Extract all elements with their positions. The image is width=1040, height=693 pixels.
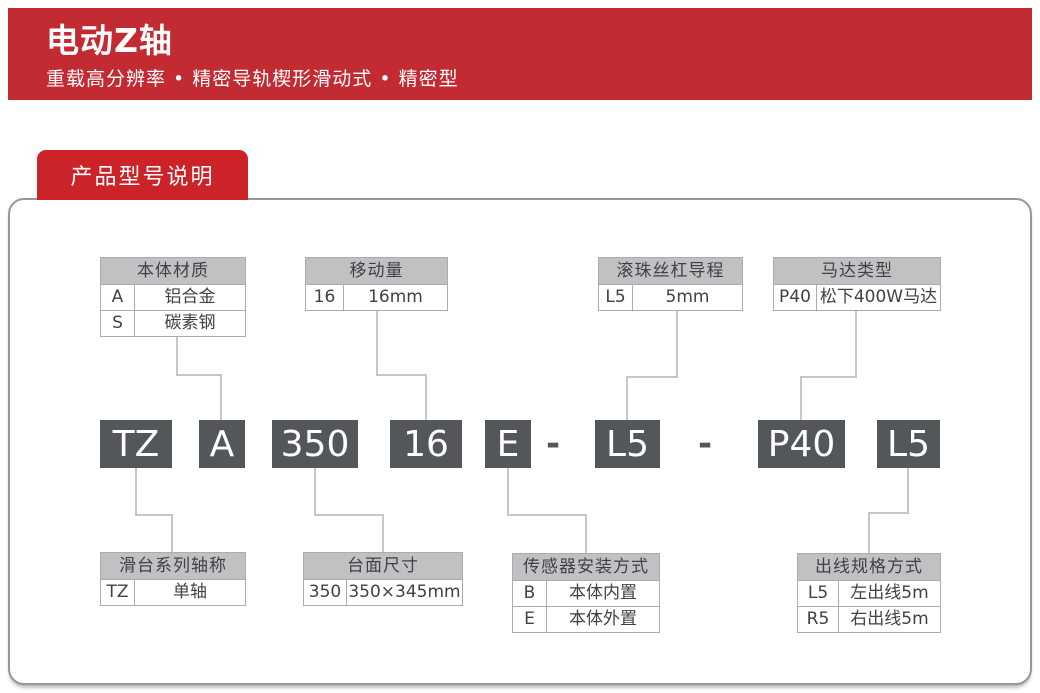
code-cell: L5 bbox=[798, 581, 839, 606]
code-cell: P40 bbox=[774, 285, 817, 310]
value-cell: 左出线5m bbox=[850, 583, 929, 603]
model-segment-material: A bbox=[199, 420, 245, 468]
table-row: B 本体内置 bbox=[513, 580, 659, 606]
model-segment-series: TZ bbox=[100, 420, 172, 468]
value-cell: 本体内置 bbox=[569, 583, 637, 603]
value-cell: 铝合金 bbox=[164, 287, 216, 307]
model-segment-motor: P40 bbox=[758, 420, 845, 468]
code-cell: B bbox=[513, 581, 547, 606]
spec-table-title: 移动量 bbox=[306, 258, 447, 284]
value-cell: 16mm bbox=[368, 287, 423, 307]
model-code-dash: - bbox=[697, 424, 713, 464]
spec-table-body-material: 本体材质 A 铝合金 S 碳素钢 bbox=[100, 257, 246, 337]
table-row: 16 16mm bbox=[306, 284, 447, 310]
value-cell: 单轴 bbox=[173, 582, 207, 602]
spec-table-sensor-mount: 传感器安装方式 B 本体内置 E 本体外置 bbox=[512, 553, 660, 633]
spec-table-screw-lead: 滚珠丝杠导程 L5 5mm bbox=[598, 257, 743, 311]
section-tab-label: 产品型号说明 bbox=[70, 165, 215, 190]
model-segment-cable: L5 bbox=[877, 420, 940, 468]
code-cell: TZ bbox=[101, 580, 135, 605]
code-cell: R5 bbox=[798, 607, 839, 632]
value-cell: 松下400W马达 bbox=[819, 287, 938, 307]
code-cell: 16 bbox=[306, 285, 344, 310]
table-row: A 铝合金 bbox=[101, 284, 245, 310]
spec-table-title: 出线规格方式 bbox=[798, 554, 940, 580]
model-segment-travel: 16 bbox=[390, 420, 462, 468]
page-title: 电动Z轴 bbox=[46, 21, 173, 60]
header-banner: 电动Z轴 重载高分辨率 • 精密导轨楔形滑动式 • 精密型 bbox=[8, 8, 1032, 100]
table-row: R5 右出线5m bbox=[798, 606, 940, 632]
model-segment-size: 350 bbox=[272, 420, 358, 468]
model-segment-sensor: E bbox=[485, 420, 531, 468]
table-row: L5 左出线5m bbox=[798, 580, 940, 606]
code-cell: L5 bbox=[599, 285, 633, 310]
code-cell: E bbox=[513, 607, 547, 632]
code-cell: S bbox=[101, 311, 135, 336]
code-cell: A bbox=[101, 285, 135, 310]
spec-table-cable-outlet: 出线规格方式 L5 左出线5m R5 右出线5m bbox=[797, 553, 941, 633]
table-row: S 碳素钢 bbox=[101, 310, 245, 336]
code-cell: 350 bbox=[304, 580, 347, 605]
spec-table-title: 台面尺寸 bbox=[304, 553, 462, 579]
value-cell: 本体外置 bbox=[569, 609, 637, 629]
spec-table-title: 滚珠丝杠导程 bbox=[599, 258, 742, 284]
page-subtitle: 重载高分辨率 • 精密导轨楔形滑动式 • 精密型 bbox=[46, 67, 459, 90]
spec-table-series-axis: 滑台系列轴称 TZ 单轴 bbox=[100, 552, 246, 606]
table-row: L5 5mm bbox=[599, 284, 742, 310]
spec-table-title: 传感器安装方式 bbox=[513, 554, 659, 580]
value-cell: 碳素钢 bbox=[164, 313, 216, 333]
spec-table-motor-type: 马达类型 P40 松下400W马达 bbox=[773, 257, 941, 311]
spec-table-title: 本体材质 bbox=[101, 258, 245, 284]
table-row: 350 350×345mm bbox=[304, 579, 462, 605]
value-cell: 5mm bbox=[665, 287, 710, 307]
spec-table-title: 滑台系列轴称 bbox=[101, 553, 245, 579]
spec-table-table-size: 台面尺寸 350 350×345mm bbox=[303, 552, 463, 606]
table-row: TZ 单轴 bbox=[101, 579, 245, 605]
spec-table-travel: 移动量 16 16mm bbox=[305, 257, 448, 311]
model-code-dash: - bbox=[545, 424, 561, 464]
table-row: P40 松下400W马达 bbox=[774, 284, 940, 310]
value-cell: 350×345mm bbox=[348, 582, 461, 602]
value-cell: 右出线5m bbox=[850, 609, 929, 629]
model-segment-lead: L5 bbox=[595, 420, 660, 468]
spec-table-title: 马达类型 bbox=[774, 258, 940, 284]
table-row: E 本体外置 bbox=[513, 606, 659, 632]
section-tab: 产品型号说明 bbox=[37, 150, 248, 200]
